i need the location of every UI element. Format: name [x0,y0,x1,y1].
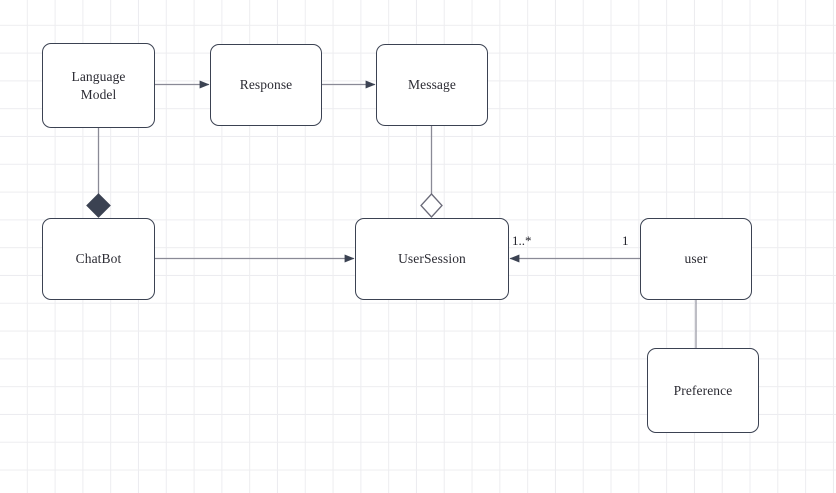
node-language-model-label: Language Model [71,68,126,102]
node-preference[interactable]: Preference [647,348,759,433]
node-chatbot-label: ChatBot [75,251,122,267]
node-message-label: Message [408,77,456,93]
node-usersession-label: UserSession [398,251,466,267]
filled-diamond-marker [86,193,111,218]
node-usersession[interactable]: UserSession [355,218,509,300]
node-response-label: Response [239,77,293,93]
multiplicity-usersession: 1..* [512,233,532,248]
node-user-label: user [684,251,708,267]
node-preference-label: Preference [673,382,733,398]
node-response[interactable]: Response [210,44,322,126]
node-language-model[interactable]: Language Model [42,43,155,128]
node-chatbot[interactable]: ChatBot [42,218,155,300]
hollow-diamond-marker [420,193,443,218]
multiplicity-user: 1 [622,233,629,248]
node-user[interactable]: user [640,218,752,300]
node-message[interactable]: Message [376,44,488,126]
